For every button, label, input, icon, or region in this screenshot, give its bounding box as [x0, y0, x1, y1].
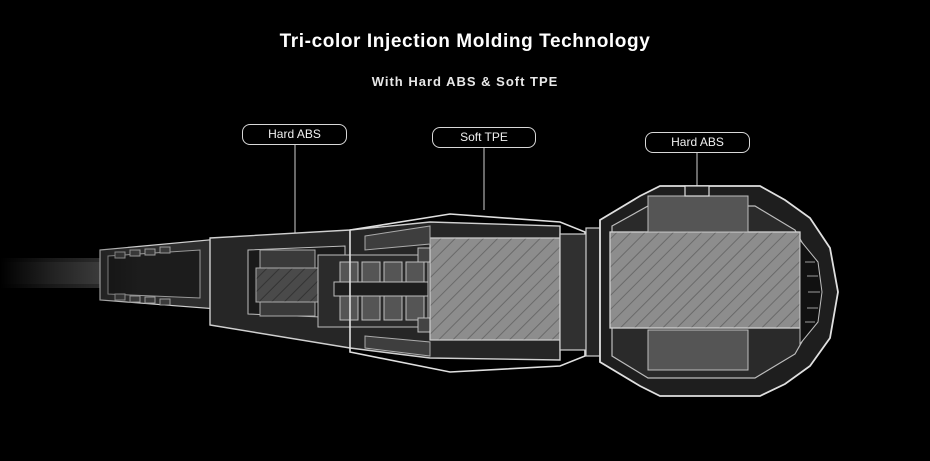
callout-hard-abs-front: Hard ABS	[645, 132, 750, 153]
soft-tpe-overmold	[349, 213, 586, 373]
page-subtitle: With Hard ABS & Soft TPE	[371, 74, 559, 89]
connector-block	[317, 247, 445, 333]
front-shell	[599, 185, 839, 397]
page-title: Tri-color Injection Molding Technology	[279, 31, 651, 52]
callout-soft-tpe: Soft TPE	[432, 127, 536, 148]
callout-hard-abs-rear: Hard ABS	[242, 124, 347, 145]
